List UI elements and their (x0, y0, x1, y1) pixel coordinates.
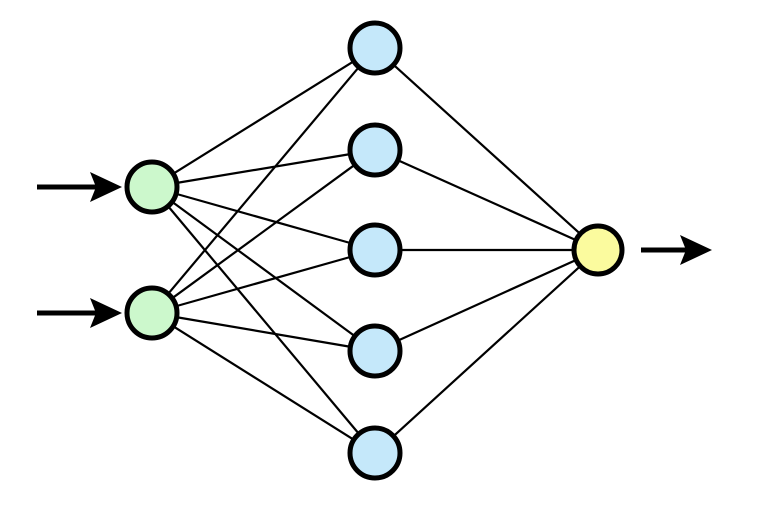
node-circle[interactable] (347, 323, 403, 379)
connection-edge (391, 62, 583, 237)
node-hidden-2[interactable] (347, 122, 403, 178)
node-input-2[interactable] (124, 285, 180, 341)
connection-edge (169, 199, 358, 339)
node-output-1[interactable] (571, 223, 625, 277)
connection-edge (165, 203, 362, 437)
input-arrow-bottom-icon (37, 298, 122, 328)
node-circle[interactable] (347, 20, 403, 76)
arrow-head (90, 298, 122, 328)
connection-edges (165, 59, 583, 442)
network-nodes (124, 20, 625, 481)
node-circle[interactable] (124, 159, 180, 215)
node-circle[interactable] (571, 223, 625, 277)
connection-edge (170, 324, 357, 442)
connection-edge (391, 263, 583, 439)
node-circle[interactable] (347, 222, 403, 278)
node-circle[interactable] (347, 425, 403, 481)
node-hidden-1[interactable] (347, 20, 403, 76)
connection-edge (165, 64, 362, 297)
node-input-1[interactable] (124, 159, 180, 215)
connection-edge (173, 192, 354, 245)
output-arrow-icon (641, 235, 712, 265)
input-arrow-top-icon (37, 172, 122, 202)
connection-edge (170, 59, 357, 176)
connection-edge (169, 162, 358, 301)
node-circle[interactable] (347, 122, 403, 178)
arrow-head (680, 235, 712, 265)
node-hidden-5[interactable] (347, 425, 403, 481)
connection-edge (395, 258, 579, 343)
node-circle[interactable] (124, 285, 180, 341)
connection-edge (174, 315, 353, 349)
io-arrows (37, 172, 712, 328)
connection-edge (395, 158, 579, 243)
node-hidden-3[interactable] (347, 222, 403, 278)
node-hidden-4[interactable] (347, 323, 403, 379)
connection-edge (174, 152, 353, 185)
connection-edge (173, 255, 354, 308)
arrow-head (90, 172, 122, 202)
